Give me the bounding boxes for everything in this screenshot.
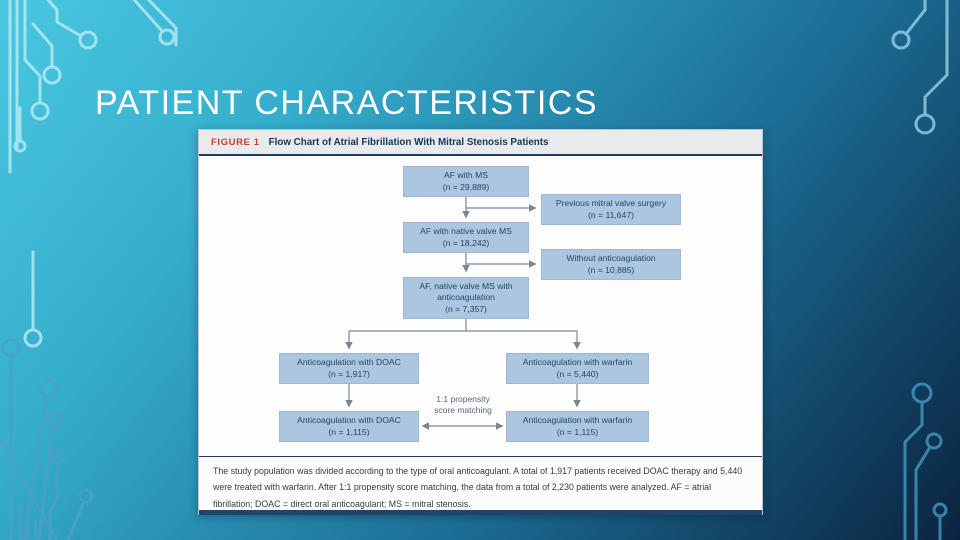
box-n: (n = 18,242) [442,237,490,248]
slide-title: PATIENT CHARACTERISTICS [95,84,598,122]
flowchart: AF with MS (n = 29,889) Previous mitral … [199,156,762,456]
propensity-matching-label: 1:1 propensity score matching [434,394,492,416]
box-n: (n = 29,889) [442,181,490,192]
box-n: (n = 5,440) [556,368,599,379]
figure-bottom-bar [199,510,762,515]
circuit-traces-top-right [891,0,949,135]
box-doac-1917: Anticoagulation with DOAC (n = 1,917) [279,353,419,384]
box-label: Anticoagulation with DOAC [297,415,401,426]
box-label: AF with MS [444,170,488,181]
box-label: Anticoagulation with warfarin [522,415,633,426]
circuit-traces-top-left [8,0,178,348]
circuit-traces-bottom-right [903,382,948,540]
box-label: Without anticoagulation [566,253,656,264]
box-label: Anticoagulation with warfarin [522,357,633,368]
figure-title: Flow Chart of Atrial Fibrillation With M… [268,136,549,148]
box-label: AF, native valve MS with anticoagulation [419,280,513,303]
box-af-with-ms: AF with MS (n = 29,889) [403,166,529,197]
box-n: (n = 1,115) [556,426,599,437]
box-label: Previous mitral valve surgery [555,198,667,209]
box-n: (n = 7,357) [445,303,487,314]
box-label: AF with native valve MS [420,226,512,237]
box-label: Anticoagulation with DOAC [297,357,401,368]
figure-number-label: FIGURE 1 [211,136,260,148]
box-n: (n = 11,647) [588,209,634,220]
flowchart-connectors [345,197,581,430]
box-warfarin-1115: Anticoagulation with warfarin (n = 1,115… [506,411,649,442]
figure-header: FIGURE 1 Flow Chart of Atrial Fibrillati… [199,130,762,156]
box-without-anticoagulation: Without anticoagulation (n = 10,885) [541,249,681,280]
box-af-native-valve-ms: AF with native valve MS (n = 18,242) [403,222,529,253]
circuit-traces-bottom-left [0,338,94,540]
box-doac-1115: Anticoagulation with DOAC (n = 1,115) [279,411,419,442]
box-n: (n = 1,115) [328,426,370,437]
figure-panel: FIGURE 1 Flow Chart of Atrial Fibrillati… [198,129,763,515]
box-af-native-ms-with-anticoagulation: AF, native valve MS with anticoagulation… [403,277,529,319]
box-n: (n = 10,885) [587,264,635,275]
box-previous-mitral-valve-surgery: Previous mitral valve surgery (n = 11,64… [541,194,681,225]
box-warfarin-5440: Anticoagulation with warfarin (n = 5,440… [506,353,649,384]
figure-caption: The study population was divided accordi… [199,456,762,510]
box-n: (n = 1,917) [328,368,370,379]
